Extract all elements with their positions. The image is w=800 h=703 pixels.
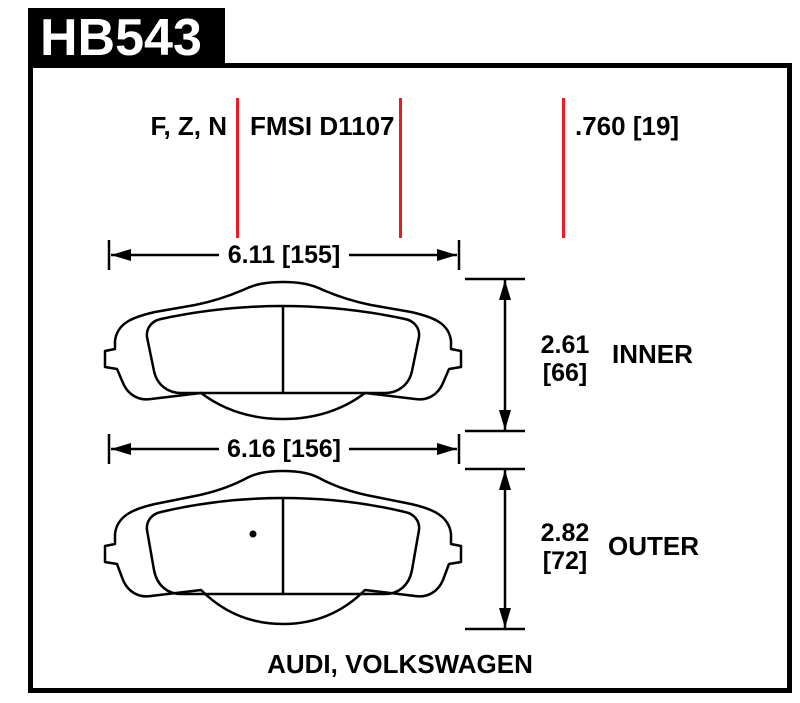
outer-height-mm: [72] xyxy=(542,547,588,575)
outer-pad-drawing xyxy=(103,469,463,626)
red-divider-line-1 xyxy=(236,98,239,238)
inner-pad-friction-material xyxy=(145,304,421,395)
outer-height-inches: 2.82 xyxy=(540,519,590,547)
inner-height-mm: [66] xyxy=(542,359,588,387)
red-divider-line-2 xyxy=(399,98,402,238)
outer-pad-label: OUTER xyxy=(608,531,699,561)
applications-label: AUDI, VOLKSWAGEN xyxy=(267,649,533,679)
pad-thickness: .760 [19] xyxy=(575,111,680,141)
inner-pad-drawing xyxy=(103,280,463,421)
outer-height-dimension-arrow xyxy=(465,467,525,631)
red-divider-line-3 xyxy=(562,98,565,238)
outer-width-dimension: 6.16 [156] xyxy=(219,434,349,464)
frame-line-left xyxy=(28,8,33,693)
outer-pad-friction-material xyxy=(145,496,421,596)
part-number: HB543 xyxy=(40,9,202,67)
part-number-box: HB543 xyxy=(28,8,225,68)
frame-line-top xyxy=(225,63,792,68)
inner-width-dimension: 6.11 [155] xyxy=(219,240,349,270)
compound-codes: F, Z, N xyxy=(150,111,227,141)
inner-height-inches: 2.61 xyxy=(540,331,590,359)
frame-line-right xyxy=(787,63,792,693)
inner-pad-label: INNER xyxy=(612,339,693,369)
outer-pad-sensor-hole xyxy=(249,530,257,538)
fmsi-number: FMSI D1107 xyxy=(250,111,395,141)
inner-height-dimension-arrow xyxy=(465,277,525,433)
frame-line-bottom xyxy=(28,688,792,693)
